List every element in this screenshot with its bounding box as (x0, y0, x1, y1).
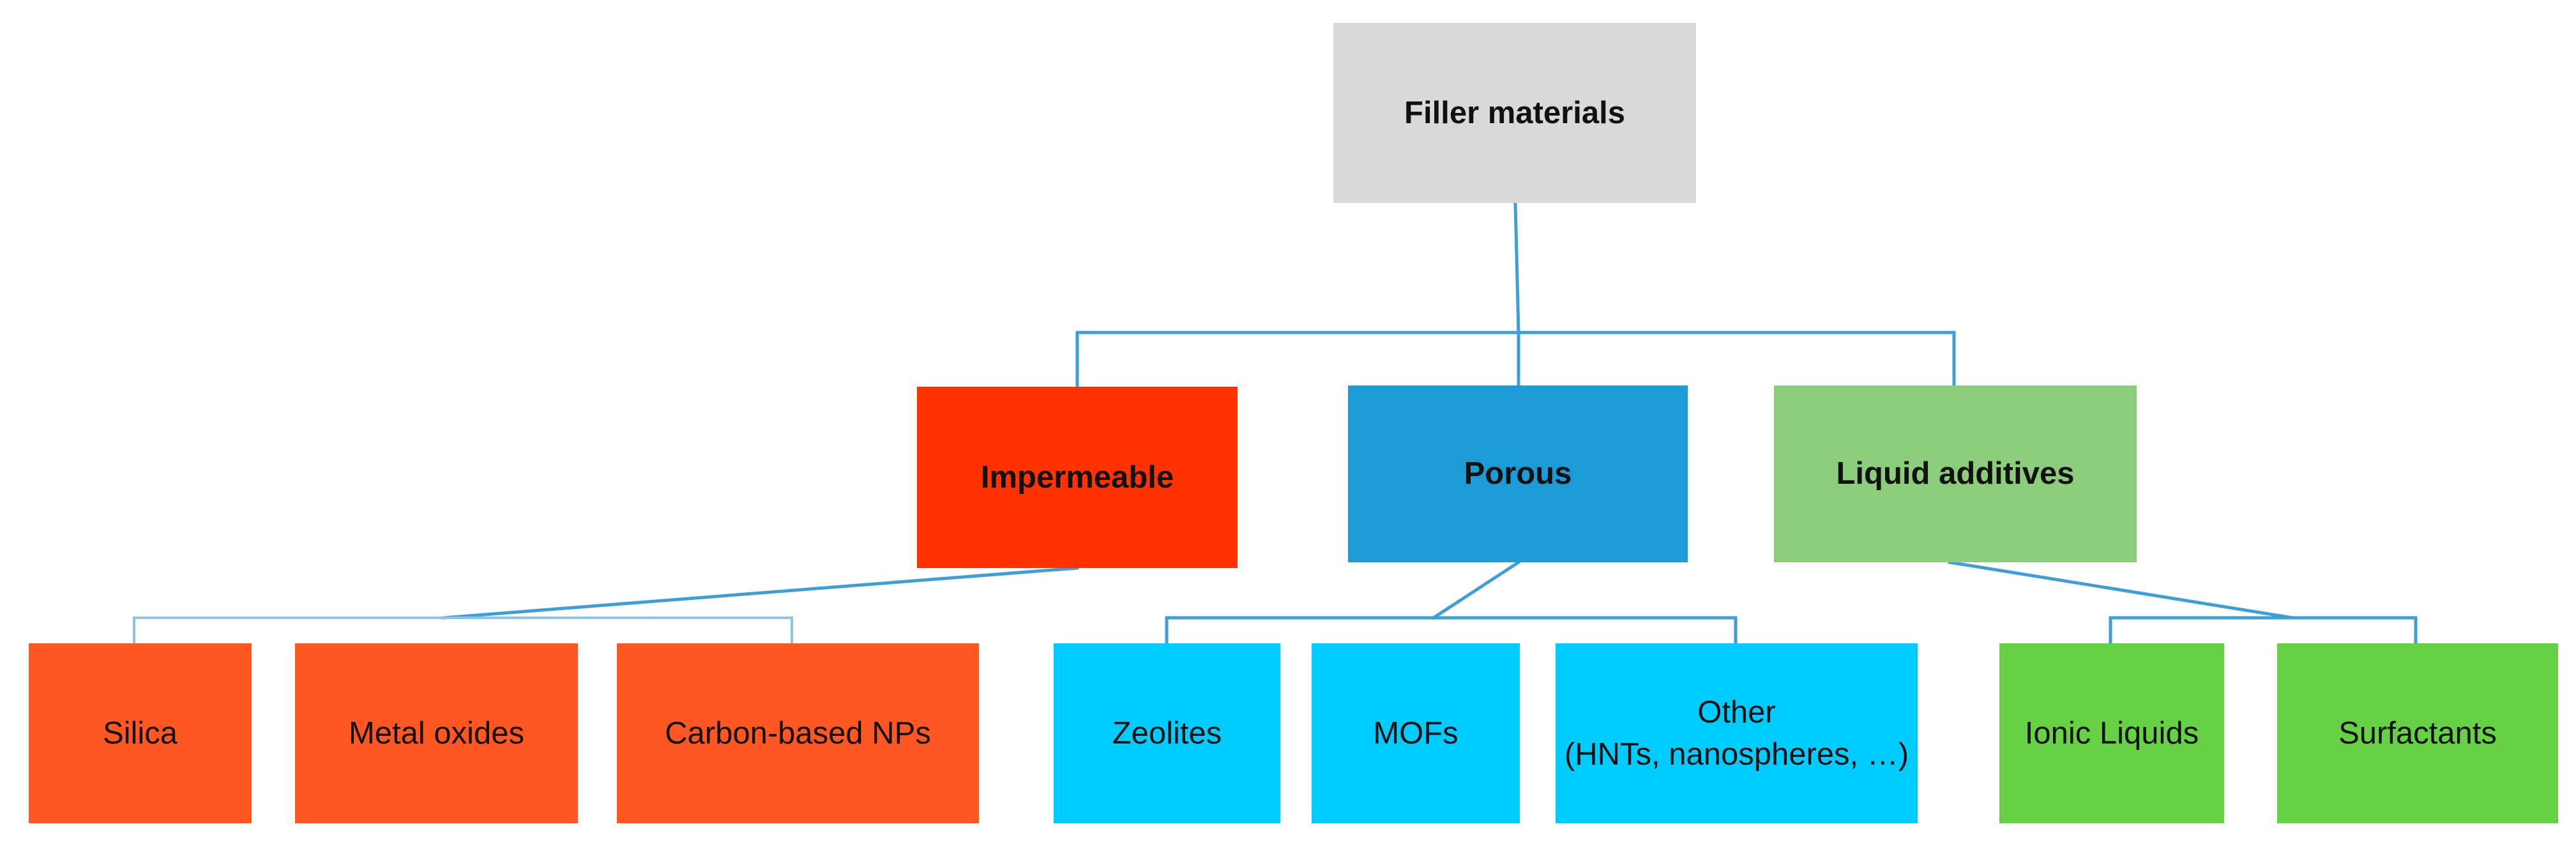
connector-root-stem (1513, 201, 1520, 334)
node-label: Impermeable (980, 460, 1174, 495)
node-other: Other (HNTs, nanospheres, …) (1556, 643, 1918, 823)
node-label: Silica (102, 715, 178, 751)
connector-impermeable-diagonal (442, 566, 1079, 620)
node-label: Other (HNTs, nanospheres, …) (1564, 694, 1909, 772)
node-zeolites: Zeolites (1054, 643, 1280, 823)
node-porous: Porous (1348, 385, 1688, 562)
node-label: Metal oxides (348, 715, 525, 751)
node-label: Liquid additives (1836, 456, 2075, 491)
connector-liquid-diagonal (1948, 560, 2294, 620)
connector-porous-diagonal (1431, 560, 1521, 620)
node-surfactants: Surfactants (2277, 643, 2558, 823)
node-label: Zeolites (1112, 715, 1222, 751)
node-impermeable: Impermeable (917, 387, 1238, 568)
node-ionic-liquids: Ionic Liquids (1999, 643, 2224, 823)
node-label: Filler materials (1404, 95, 1625, 130)
node-label: Porous (1464, 456, 1572, 491)
node-liquid-additives: Liquid additives (1774, 385, 2137, 562)
node-label: Ionic Liquids (2024, 715, 2199, 751)
node-label: Carbon-based NPs (665, 715, 931, 751)
node-label: Surfactants (2338, 715, 2497, 751)
node-filler-materials: Filler materials (1333, 23, 1696, 203)
node-silica: Silica (29, 643, 252, 823)
node-metal-oxides: Metal oxides (295, 643, 578, 823)
node-label: MOFs (1373, 715, 1458, 751)
node-mofs: MOFs (1312, 643, 1520, 823)
node-carbon-based-nps: Carbon-based NPs (617, 643, 979, 823)
